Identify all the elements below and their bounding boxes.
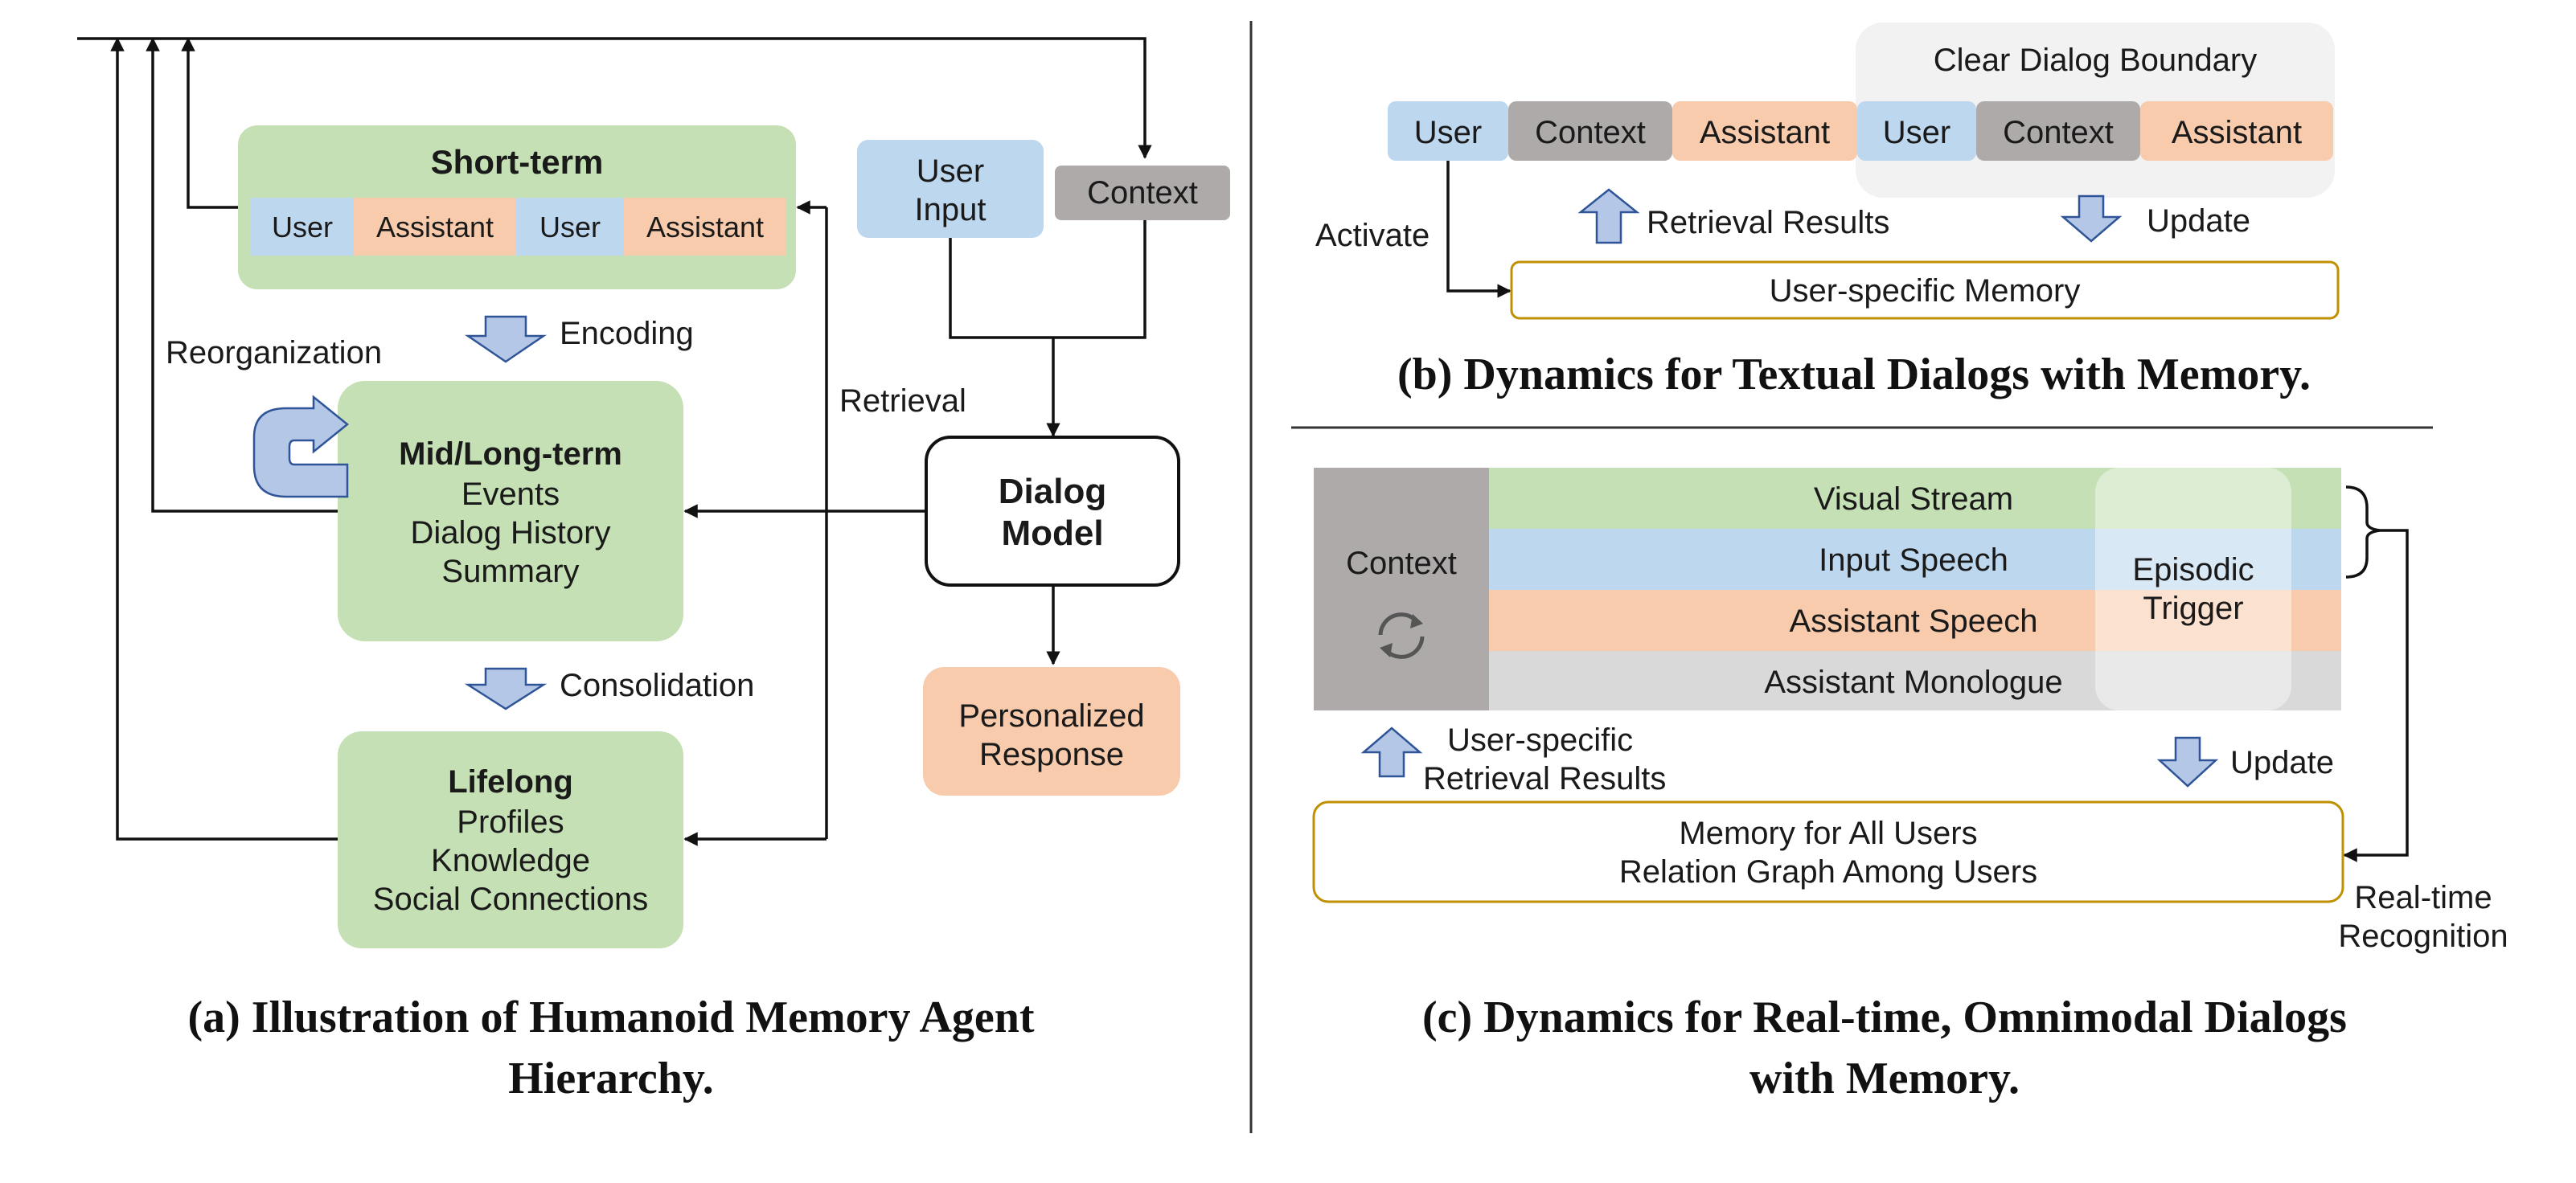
user-input-line bbox=[949, 220, 1146, 339]
context-label-c: Context bbox=[1346, 546, 1457, 581]
seq-context-2 bbox=[1976, 101, 2140, 161]
assistant-speech-bar bbox=[1489, 590, 2341, 651]
top-feedback-line bbox=[77, 37, 1152, 159]
lifelong-line-2: Knowledge bbox=[431, 843, 590, 878]
caption-c-line-2: with Memory. bbox=[1749, 1054, 2020, 1103]
midlong-to-top-line bbox=[146, 37, 338, 513]
boundary-label: Clear Dialog Boundary bbox=[1934, 43, 2257, 78]
short-term-assistant-1 bbox=[354, 198, 516, 256]
memory-all-users-line-2: Relation Graph Among Users bbox=[1619, 854, 2037, 890]
user-specific-retrieval-line-1: User-specific bbox=[1447, 722, 1633, 758]
user-specific-memory-label: User-specific Memory bbox=[1770, 273, 2081, 309]
input-speech-bar bbox=[1489, 529, 2341, 590]
mid-long-term-title: Mid/Long-term bbox=[399, 436, 622, 472]
short-term-box: Short-term User Assistant User Assistant bbox=[238, 125, 796, 289]
user-retrieval-arrow-icon bbox=[1360, 727, 1423, 778]
mid-long-term-line-1: Events bbox=[461, 477, 560, 512]
seq-context-1-label: Context bbox=[1535, 115, 1646, 150]
retrieval-results-arrow-icon bbox=[1577, 188, 1640, 244]
mid-long-term-box: Mid/Long-term Events Dialog History Summ… bbox=[338, 381, 683, 641]
context-block-c bbox=[1314, 468, 1489, 710]
mid-long-term-line-3: Summary bbox=[441, 554, 579, 589]
consolidation-arrow-icon bbox=[464, 667, 548, 710]
response-line-2: Response bbox=[979, 737, 1124, 772]
short-term-assistant-2-label: Assistant bbox=[646, 211, 764, 244]
caption-b: (b) Dynamics for Textual Dialogs with Me… bbox=[1397, 350, 2311, 399]
retrieval-label: Retrieval bbox=[839, 383, 966, 419]
seq-user-2 bbox=[1857, 101, 1976, 161]
user-specific-retrieval-line-2: Retrieval Results bbox=[1423, 761, 1666, 796]
encoding-label: Encoding bbox=[560, 316, 694, 351]
assistant-monologue-bar bbox=[1489, 651, 2341, 710]
seq-context-1 bbox=[1508, 101, 1672, 161]
short-term-assistant-2 bbox=[624, 198, 786, 256]
seq-assistant-1 bbox=[1672, 101, 1857, 161]
lifelong-line-3: Social Connections bbox=[373, 882, 648, 917]
dialog-model-line-1: Dialog bbox=[999, 472, 1106, 511]
caption-c-line-1: (c) Dynamics for Real-time, Omnimodal Di… bbox=[1422, 993, 2347, 1042]
response-line-1: Personalized bbox=[958, 698, 1144, 734]
lifelong-line-1: Profiles bbox=[457, 804, 564, 840]
streams-brace bbox=[2345, 485, 2381, 579]
short-term-user-1 bbox=[251, 198, 354, 256]
short-term-to-top-line bbox=[181, 37, 238, 209]
panel-c: Context Visual Stream Input Speech Assis… bbox=[1312, 468, 2508, 1103]
retrieval-results-label: Retrieval Results bbox=[1647, 205, 1889, 240]
memory-all-users-line-1: Memory for All Users bbox=[1679, 816, 1977, 851]
reorganization-label: Reorganization bbox=[166, 335, 382, 370]
episodic-trigger-line-2: Trigger bbox=[2143, 591, 2243, 626]
recognition-line-2: Recognition bbox=[2338, 919, 2508, 954]
assistant-speech-label: Assistant Speech bbox=[1789, 604, 2037, 639]
seq-assistant-1-label: Assistant bbox=[1700, 115, 1830, 150]
panel-b: Clear Dialog Boundary User Context Assis… bbox=[1315, 23, 2340, 399]
short-term-user-2-label: User bbox=[539, 211, 601, 244]
seq-assistant-2 bbox=[2140, 101, 2333, 161]
update-label-c: Update bbox=[2230, 745, 2334, 780]
recognition-line bbox=[2343, 529, 2409, 862]
short-term-user-1-label: User bbox=[272, 211, 333, 244]
short-term-title: Short-term bbox=[431, 143, 604, 181]
update-label-b: Update bbox=[2147, 203, 2250, 239]
recognition-line-1: Real-time bbox=[2354, 880, 2492, 915]
episodic-trigger-overlay bbox=[2095, 468, 2291, 710]
panel-a: Short-term User Assistant User Assistant… bbox=[77, 37, 1230, 1103]
refresh-icon bbox=[1378, 612, 1425, 659]
input-speech-label: Input Speech bbox=[1819, 542, 2008, 578]
memory-all-users-box bbox=[1312, 800, 2344, 903]
update-arrow-icon-c bbox=[2156, 736, 2219, 788]
user-input-line-1: User bbox=[917, 154, 984, 189]
consolidation-label: Consolidation bbox=[560, 668, 754, 703]
dialog-model-line-2: Model bbox=[1001, 514, 1103, 553]
lifelong-box: Lifelong Profiles Knowledge Social Conne… bbox=[338, 731, 683, 948]
seq-context-2-label: Context bbox=[2003, 115, 2114, 150]
visual-stream-bar bbox=[1489, 468, 2341, 529]
lifelong-title: Lifelong bbox=[448, 764, 573, 800]
episodic-trigger-line-1: Episodic bbox=[2132, 552, 2254, 587]
seq-assistant-2-label: Assistant bbox=[2172, 115, 2302, 150]
personalized-response-box: Personalized Response bbox=[923, 667, 1180, 796]
short-term-assistant-1-label: Assistant bbox=[376, 211, 494, 244]
seq-user-1 bbox=[1388, 101, 1508, 161]
update-arrow-icon-b bbox=[2060, 194, 2123, 243]
activate-label: Activate bbox=[1315, 218, 1430, 253]
short-term-user-2 bbox=[516, 198, 624, 256]
activate-line bbox=[1446, 161, 1512, 298]
encoding-arrow-icon bbox=[464, 315, 548, 363]
visual-stream-label: Visual Stream bbox=[1814, 481, 2013, 517]
mid-long-term-line-2: Dialog History bbox=[411, 515, 611, 551]
context-box-a: Context bbox=[1055, 166, 1230, 220]
user-input-box: User Input bbox=[857, 140, 1044, 238]
lifelong-to-top-line bbox=[110, 37, 338, 841]
user-specific-memory-box bbox=[1510, 260, 2340, 320]
caption-a-line-1: (a) Illustration of Humanoid Memory Agen… bbox=[187, 993, 1034, 1042]
reorganization-arrow-icon bbox=[252, 395, 349, 498]
context-label-a: Context bbox=[1087, 175, 1198, 211]
seq-user-1-label: User bbox=[1414, 115, 1482, 150]
dialog-model-box: Dialog Model bbox=[925, 436, 1180, 587]
seq-user-2-label: User bbox=[1883, 115, 1950, 150]
user-input-line-2: Input bbox=[915, 192, 987, 227]
assistant-monologue-label: Assistant Monologue bbox=[1764, 665, 2062, 700]
caption-a-line-2: Hierarchy. bbox=[508, 1054, 714, 1103]
